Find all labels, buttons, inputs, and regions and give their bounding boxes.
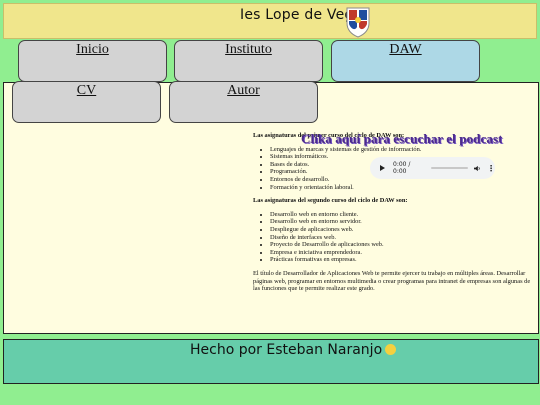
second-year-list: Desarrollo web en entorno cliente. Desar… — [270, 211, 537, 264]
audio-player[interactable]: 0:00 / 0:00 ⋮ — [370, 157, 495, 179]
first-year-list: Lenguajes de marcas y sistemas de gestió… — [270, 146, 537, 192]
list-item: Programación. — [270, 168, 537, 176]
list-item: Proyecto de Desarrollo de aplicaciones w… — [270, 241, 537, 249]
nav-autor-button[interactable]: Autor — [169, 81, 318, 123]
header: Ies Lope de Vega — [3, 3, 537, 39]
smiley-icon — [385, 344, 397, 355]
footer: Hecho por Esteban Naranjo — [3, 339, 539, 384]
first-year-heading: Las asignaturas del primer curso del cic… — [253, 132, 405, 139]
list-item: Bases de datos. — [270, 161, 537, 169]
degree-description: El título de Desarrollador de Aplicacion… — [253, 269, 531, 293]
main-content-panel — [3, 82, 539, 334]
volume-icon[interactable] — [474, 165, 481, 172]
list-item: Sistemas informáticos. — [270, 153, 537, 161]
list-item: Entornos de desarrollo. — [270, 176, 537, 184]
site-title: Ies Lope de Vega — [240, 7, 363, 23]
list-item: Lenguajes de marcas y sistemas de gestió… — [270, 146, 537, 154]
list-item: Formación y orientación laboral. — [270, 184, 537, 192]
school-crest-icon — [346, 7, 370, 38]
more-options-icon[interactable]: ⋮ — [487, 163, 496, 173]
list-item: Prácticas formativas en empresas. — [270, 256, 537, 264]
author-credit: Hecho por Esteban Naranjo — [190, 342, 383, 358]
second-year-heading: Las asignaturas del segundo curso del ci… — [253, 197, 408, 205]
audio-time: 0:00 / 0:00 — [393, 161, 411, 175]
nav-cv-button[interactable]: CV — [12, 81, 161, 123]
list-item: Empresa e iniciativa emprendedora. — [270, 249, 537, 257]
nav-instituto-button[interactable]: Instituto — [174, 40, 323, 82]
podcast-link[interactable]: Clika aquí para escuchar el podcast — [301, 131, 503, 146]
play-icon[interactable] — [380, 165, 385, 171]
list-item: Desarrollo web en entorno cliente. — [270, 211, 537, 219]
course-content: Las asignaturas del primer curso del cic… — [253, 132, 537, 293]
list-item: Desarrollo web en entorno servidor. — [270, 218, 537, 226]
list-item: Diseño de interfaces web. — [270, 234, 537, 242]
list-item: Despliegue de aplicaciones web. — [270, 226, 537, 234]
footer-text: Hecho por Esteban Naranjo — [190, 342, 397, 358]
audio-progress-track[interactable] — [431, 167, 469, 169]
nav-inicio-button[interactable]: Inicio — [18, 40, 167, 82]
nav-daw-button[interactable]: DAW — [331, 40, 480, 82]
